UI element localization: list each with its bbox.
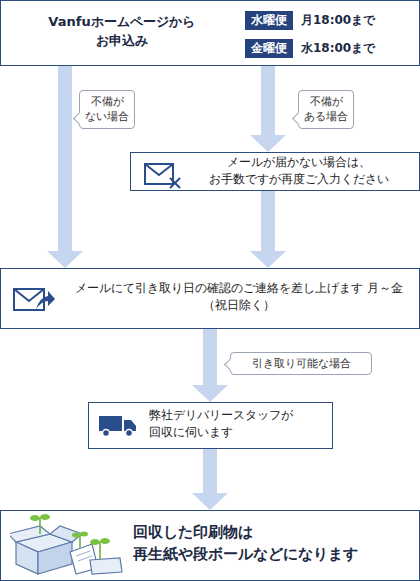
process-text: メールにて引き取り日の確認のご連絡を差し上げます 月～金（祝日除く） xyxy=(69,280,409,315)
mail-error-icon xyxy=(143,160,183,190)
truck-icon xyxy=(98,413,138,439)
condition-bubble: 引き取り可能な場合 xyxy=(230,352,372,375)
mail-send-icon xyxy=(12,283,56,315)
deadline-text: 月18:00まで xyxy=(301,12,416,29)
deadline-text: 水18:00まで xyxy=(301,40,416,57)
flow-arrow xyxy=(47,66,83,268)
start-box: Vanfuホームページから お申込み 月18:00まで水18:00まで水曜便金曜便 xyxy=(0,0,420,66)
badge-text: 水曜便 xyxy=(245,11,293,30)
schedule-badge: 水曜便 xyxy=(245,11,293,30)
flow-arrow xyxy=(192,329,228,402)
schedule-badge: 金曜便 xyxy=(245,39,293,58)
result-text: 回収した印刷物は 再生紙や段ボールなどになります xyxy=(133,522,413,566)
recycle-illustration xyxy=(10,512,125,576)
badge-text: 金曜便 xyxy=(245,39,293,58)
process-text: 弊社デリバリースタッフが 回収に伺います xyxy=(149,407,329,442)
flow-arrow xyxy=(250,191,286,268)
condition-bubble: 不備が ある場合 xyxy=(298,90,354,129)
notice-text: メールが届かない場合は、 お手数ですが再度ご入力ください xyxy=(183,154,415,189)
node-title: Vanfuホームページから お申込み xyxy=(29,13,214,51)
flow-arrow xyxy=(250,66,286,152)
condition-bubble: 不備が ない場合 xyxy=(79,90,135,129)
flow-arrow xyxy=(192,449,228,510)
process-box: メールにて引き取り日の確認のご連絡を差し上げます 月～金（祝日除く） xyxy=(0,268,420,329)
